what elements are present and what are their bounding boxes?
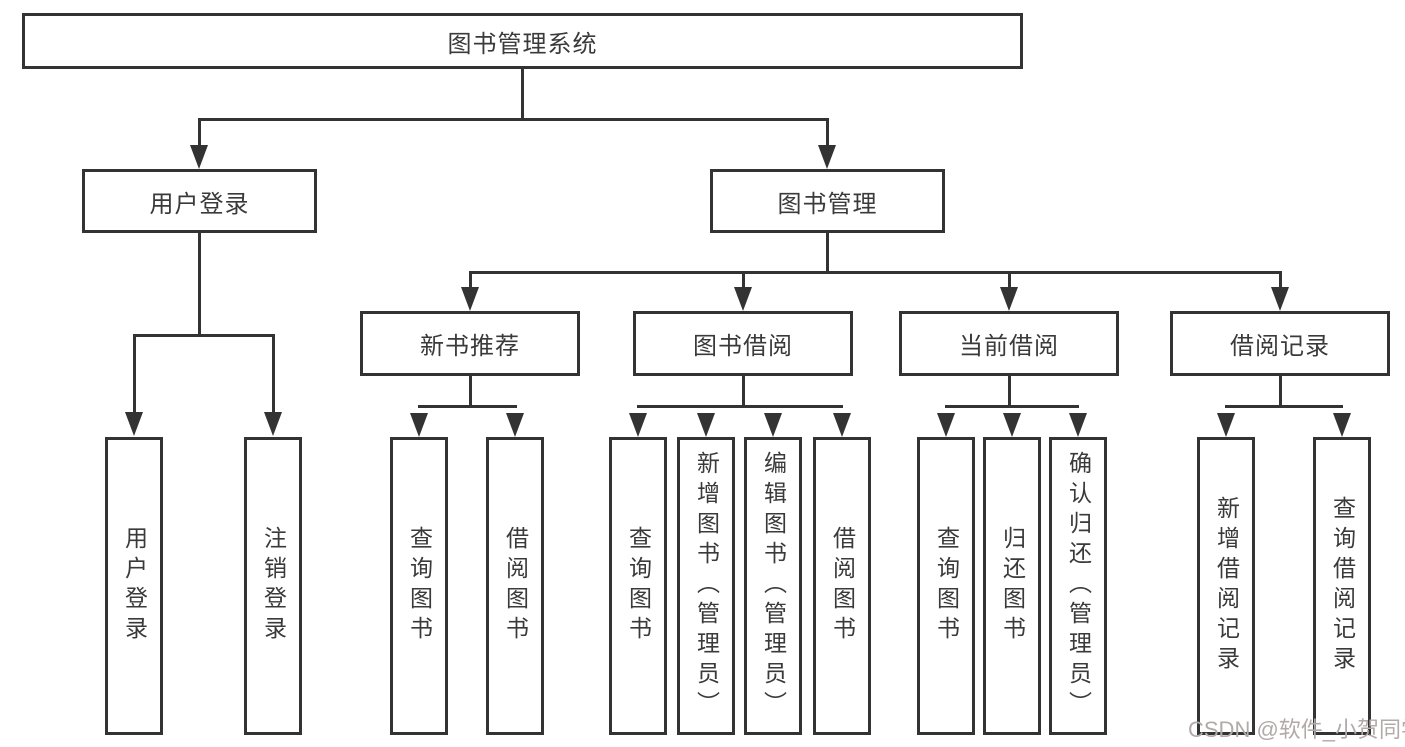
arrow-currentborrow-leaf2 [1003, 413, 1021, 437]
arrow-login [125, 412, 143, 436]
arrow-logout [264, 412, 282, 436]
arrow-currentborrow-leaf1 [937, 413, 955, 437]
leaf-user-login: 用户登录 [105, 437, 163, 735]
arrow-bookborrow-leaf1 [629, 413, 647, 437]
arrow-bookborrow-leaf3 [764, 413, 782, 437]
arrow-newbook-leaf1 [410, 413, 428, 437]
arrow-user-login [190, 145, 208, 169]
connector-newbook-trunk [469, 376, 472, 407]
node-user-login: 用户登录 [82, 169, 317, 233]
leaf-records-add-record: 新增借阅记录 [1197, 437, 1255, 735]
leaf-current-query-books: 查询图书 [917, 437, 975, 735]
connector-drop-currentborrow [1008, 271, 1011, 289]
arrow-newbook [461, 287, 479, 311]
arrow-newbook-leaf2 [506, 413, 524, 437]
node-book-borrow: 图书借阅 [633, 311, 853, 376]
connector-newbook-hline [418, 405, 517, 408]
connector-userlogin-hline [133, 334, 274, 337]
node-root-system: 图书管理系统 [22, 13, 1023, 69]
arrow-bookborrow [734, 287, 752, 311]
node-new-book-recommend: 新书推荐 [360, 311, 580, 376]
leaf-borrow-query-books: 查询图书 [609, 437, 667, 735]
node-borrow-records: 借阅记录 [1170, 311, 1390, 376]
connector-level1-hline [198, 118, 829, 121]
leaf-newbook-query-books: 查询图书 [390, 437, 448, 735]
connector-root-trunk [521, 69, 524, 120]
connector-currentborrow-hline [945, 405, 1079, 408]
leaf-newbook-borrow-books: 借阅图书 [486, 437, 544, 735]
leaf-logout: 注销登录 [244, 437, 302, 735]
arrow-bookborrow-leaf2 [697, 413, 715, 437]
connector-drop-newbook [469, 271, 472, 289]
connector-records-hline [1225, 405, 1343, 408]
connector-drop-bookborrow [742, 271, 745, 289]
arrow-book-mgmt [818, 145, 836, 169]
connector-bookborrow-hline [637, 405, 843, 408]
arrow-currentborrow [1000, 287, 1018, 311]
leaf-borrow-borrow-books: 借阅图书 [813, 437, 871, 735]
connector-records-trunk [1279, 376, 1282, 407]
connector-drop-user-login [198, 118, 201, 146]
leaf-borrow-edit-books-admin: 编辑图书（管理员） [744, 437, 802, 735]
arrow-bookborrow-leaf4 [833, 413, 851, 437]
connector-userlogin-trunk [198, 233, 201, 336]
leaf-current-return-books: 归还图书 [983, 437, 1041, 735]
arrow-records [1271, 287, 1289, 311]
node-current-borrow: 当前借阅 [899, 311, 1119, 376]
connector-currentborrow-trunk [1008, 376, 1011, 407]
leaf-borrow-add-books-admin: 新增图书（管理员） [677, 437, 735, 735]
connector-bookborrow-trunk [742, 376, 745, 407]
leaf-current-confirm-return-admin: 确认归还（管理员） [1049, 437, 1107, 735]
leaf-records-query-record: 查询借阅记录 [1313, 437, 1371, 735]
node-book-management: 图书管理 [710, 169, 945, 233]
arrow-records-leaf1 [1217, 413, 1235, 437]
connector-drop-book-mgmt [826, 118, 829, 146]
connector-drop-login [133, 334, 136, 414]
connector-bookmgmt-trunk [826, 233, 829, 273]
csdn-watermark: CSDN @软件_小贺同学 [1188, 717, 1405, 742]
arrow-currentborrow-leaf3 [1069, 413, 1087, 437]
connector-drop-logout [272, 334, 275, 414]
arrow-records-leaf2 [1333, 413, 1351, 437]
connector-level3-hline [470, 271, 1280, 274]
connector-drop-records [1279, 271, 1282, 289]
